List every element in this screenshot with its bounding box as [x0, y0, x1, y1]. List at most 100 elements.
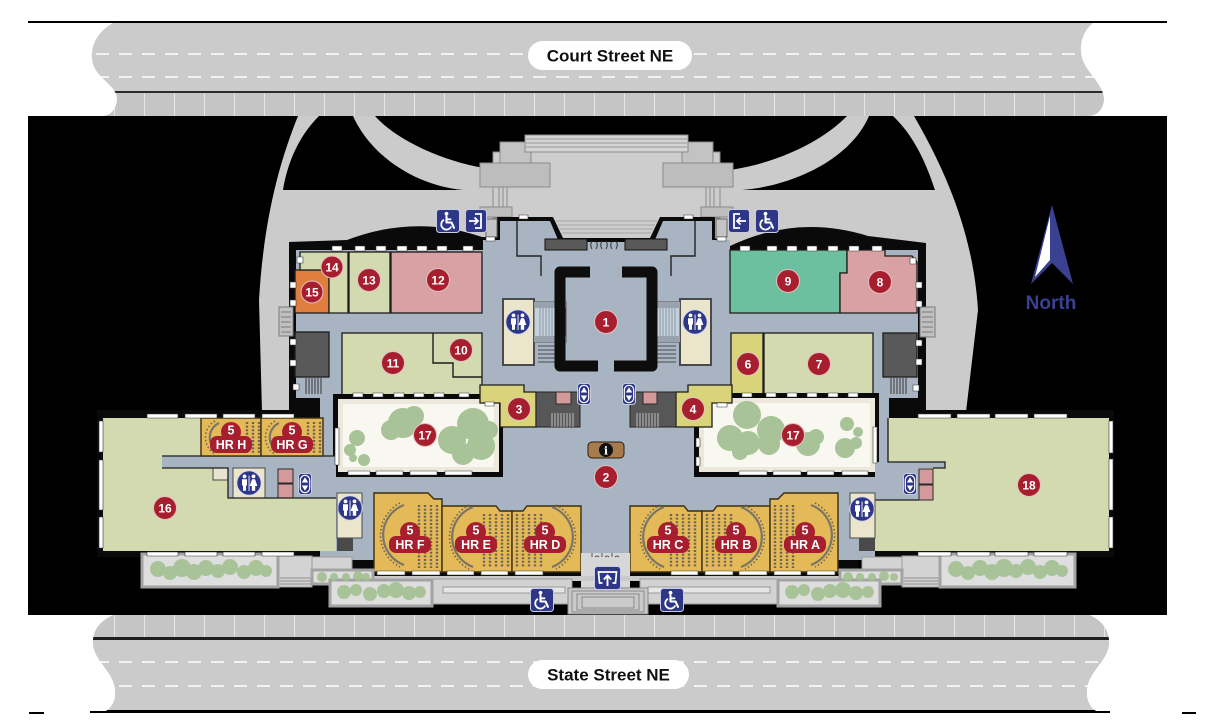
hearing-room-badge-b[interactable]: 5 HR B	[715, 522, 757, 553]
north-portico-steps	[479, 134, 734, 239]
walkway-steps-west	[280, 577, 311, 585]
badge-label: HR B	[721, 538, 752, 552]
escalator-east-top	[648, 302, 680, 308]
room-marker-12[interactable]: 12	[426, 268, 450, 292]
road-end-east	[1086, 615, 1167, 711]
badge-label: HR E	[461, 538, 491, 552]
marker-pin	[776, 269, 800, 293]
portico-columns	[498, 187, 715, 208]
hearing-room-badge-g[interactable]: 5 HR G	[271, 422, 313, 453]
room-marker-15[interactable]: 15	[300, 280, 324, 304]
room-marker-10[interactable]: 10	[449, 338, 473, 362]
room-marker-13[interactable]: 13	[357, 268, 381, 292]
road-top-edge-east	[1093, 21, 1167, 23]
marker-pin	[507, 397, 531, 421]
marker-label: 6	[745, 357, 752, 371]
road-bottom-edge	[90, 710, 1110, 713]
wheelchair-icon	[755, 209, 779, 233]
hearing-room-badge-c[interactable]: 5 HR C	[647, 522, 689, 553]
room-marker-2[interactable]: 2	[594, 465, 618, 489]
vestibule-walls	[516, 221, 696, 276]
road-end-east	[1080, 23, 1167, 116]
marker-pin	[594, 465, 618, 489]
room-marker-11[interactable]: 11	[381, 351, 405, 375]
elevator-icon	[903, 473, 917, 495]
room-marker-9[interactable]: 9	[776, 269, 800, 293]
front-step-lines	[556, 220, 657, 234]
hearing-room-badge-e[interactable]: 5 HR E	[455, 522, 497, 553]
marker-pin	[413, 423, 437, 447]
marker-label: 12	[431, 273, 445, 287]
badge-floor: 5	[542, 524, 549, 538]
room-marker-4[interactable]: 4	[681, 397, 705, 421]
badge-pill	[647, 536, 689, 553]
badge-joint	[222, 432, 240, 438]
east-wing-corridor	[875, 462, 945, 468]
courtyard-west	[333, 394, 503, 477]
room-marker-18[interactable]: 18	[1017, 473, 1041, 497]
badge-label: HR D	[530, 538, 561, 552]
road-top-edge-west	[28, 21, 118, 23]
wheelchair-icon	[530, 588, 554, 612]
marker-label: 11	[387, 356, 400, 370]
restroom-icon	[849, 496, 875, 522]
restroom-icon	[682, 309, 708, 335]
road-end-west	[28, 615, 116, 711]
room-marker-14[interactable]: 14	[320, 255, 344, 279]
entrance-icon	[728, 209, 750, 233]
room-marker-6[interactable]: 6	[736, 352, 760, 376]
road-end-west	[28, 23, 118, 116]
entry-doors-east	[624, 238, 668, 251]
room-marker-16[interactable]: 16	[153, 496, 177, 520]
entrance-icon	[465, 209, 487, 233]
marker-label: 14	[325, 260, 339, 274]
wheelchair-icon	[660, 588, 684, 612]
rotunda-wall-west	[554, 266, 598, 372]
room-marker-7[interactable]: 7	[807, 352, 831, 376]
restroom-icon	[337, 495, 363, 521]
front-steps	[553, 217, 660, 239]
state-street-label: State Street NE	[528, 660, 689, 689]
room-marker-3[interactable]: 3	[507, 397, 531, 421]
mechanical-room-west	[294, 331, 330, 378]
courtyard-trees	[344, 406, 498, 466]
door-swing-glyphs	[590, 240, 618, 250]
elevator-shaft	[918, 484, 934, 501]
wing-walls	[875, 418, 946, 501]
hearing-room-badge-f[interactable]: 5 HR F	[389, 522, 431, 553]
marker-pin	[868, 270, 892, 294]
stair-lines	[922, 311, 933, 333]
west-wing-corridor	[162, 456, 336, 468]
service-room-south-west	[337, 538, 353, 551]
elevator-icon	[577, 383, 591, 405]
badge-pill	[271, 436, 313, 453]
hearing-room-dais-seats	[204, 420, 836, 570]
step-outline	[571, 590, 645, 613]
stairs-west	[305, 378, 322, 394]
marker-pin	[681, 397, 705, 421]
road-top-edge	[28, 21, 1167, 23]
hearing-room-badge-h[interactable]: 5 HR H	[210, 422, 252, 453]
room-marker-17-west[interactable]: 17	[413, 423, 437, 447]
walkway-bar-west	[442, 586, 566, 594]
marker-pin	[381, 351, 405, 375]
escalator-west-top	[534, 302, 566, 308]
hearing-room-badge-a[interactable]: 5 HR A	[784, 522, 826, 553]
central-core	[502, 266, 712, 372]
marker-label: 17	[786, 428, 800, 442]
stair-lines	[281, 311, 291, 333]
exterior-stairs-east	[919, 306, 936, 338]
room-marker-1[interactable]: 1	[594, 310, 618, 334]
marker-pin	[426, 268, 450, 292]
room-marker-17-east[interactable]: 17	[781, 423, 805, 447]
stair-treads	[551, 413, 659, 427]
hearing-room-badge-d[interactable]: 5 HR D	[524, 522, 566, 553]
north-east-rooms	[729, 249, 918, 396]
hearing-room-daises	[208, 422, 833, 569]
room-marker-8[interactable]: 8	[868, 270, 892, 294]
elevator-icon	[622, 383, 636, 405]
north-arrow-highlight	[1035, 216, 1050, 277]
stairs-under-escalators	[538, 345, 676, 363]
